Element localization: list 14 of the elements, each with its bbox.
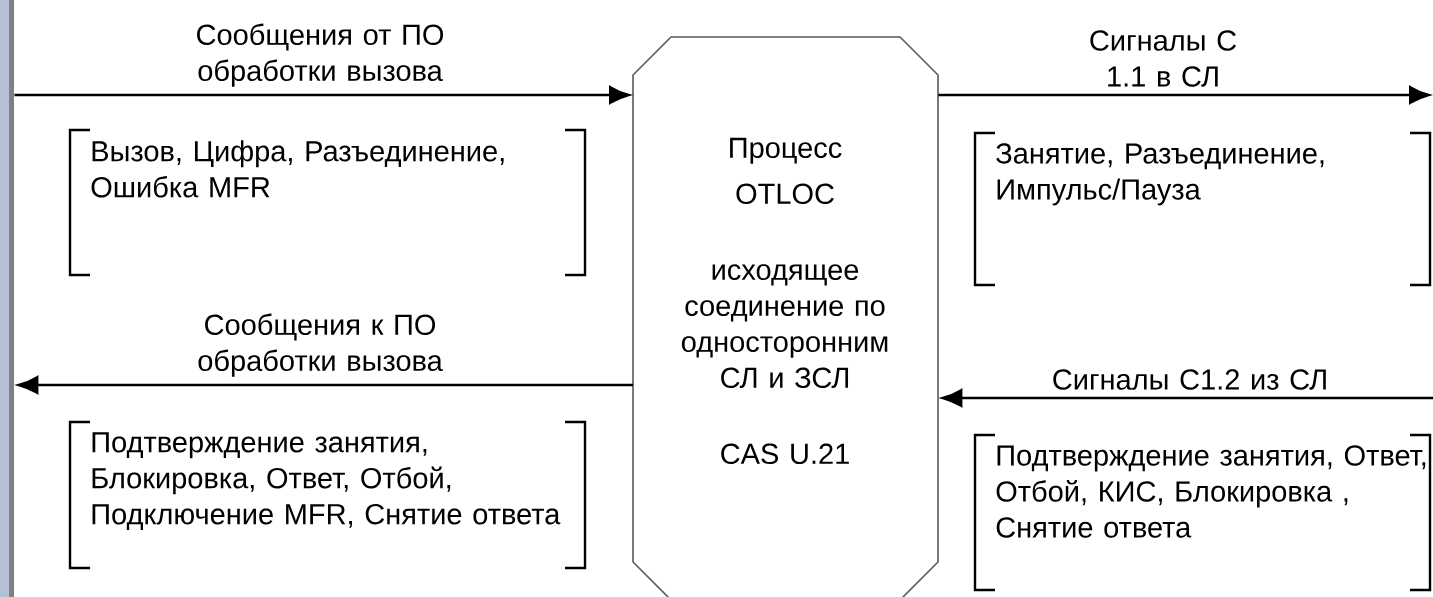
edge-label: Сигналы С 1.1 в СЛ: [1090, 30, 1236, 87]
arrow: [938, 86, 1430, 104]
arrow: [14, 86, 630, 104]
bracketed-list: Вызов, Цифра, Разъединение, Ошибка MFR: [68, 128, 587, 277]
bracketed-list: Подтверждение занятия, Блокировка, Ответ, Отбой, Подключение MFR, Снятие ответа: [68, 420, 587, 570]
bracketed-list: Подтверждение занятия, Ответ, Отбой, КИС, Блокировка , Снятие ответа: [973, 433, 1432, 592]
edge-label: Сообщения к ПО обработки вызова: [198, 313, 443, 377]
side-bar: [0, 0, 14, 597]
arrow: [941, 389, 1433, 407]
process-octagon: Процесс OTLOC исходящее соединение по односторонним СЛ и ЗСЛ CAS U.21: [632, 36, 939, 597]
bracketed-list: Занятие, Разъединение, Импульс/Пауза: [973, 131, 1432, 287]
arrow: [17, 376, 633, 394]
edge-label: Сигналы С1.2 из СЛ: [1053, 369, 1326, 390]
edge-label: Сообщения от ПО обработки вызова: [197, 23, 444, 87]
